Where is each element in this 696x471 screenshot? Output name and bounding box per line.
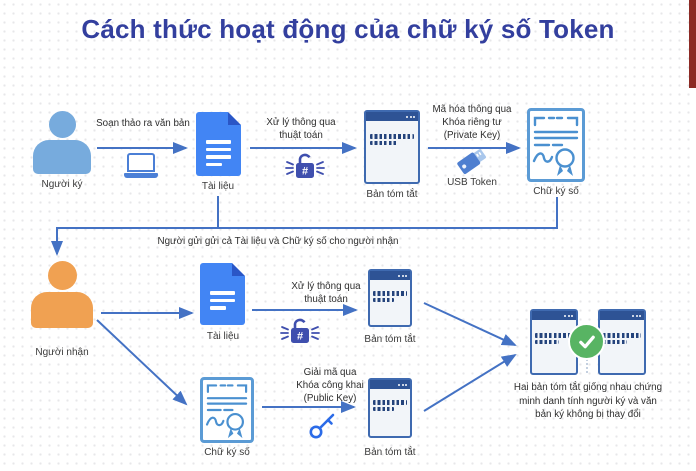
digest-label-1: Bản tóm tắt bbox=[366, 189, 418, 200]
laptop-icon bbox=[124, 153, 158, 178]
person-head bbox=[48, 111, 76, 138]
lock-hash-icon-2: # bbox=[280, 318, 320, 343]
signature-label-2: Chữ ký số bbox=[204, 447, 250, 458]
hash-step-text-1: Xử lý thông qua thuật toán bbox=[266, 117, 336, 142]
result-window-right bbox=[598, 309, 646, 375]
digest-window-icon-2 bbox=[368, 269, 412, 327]
document-label-2: Tài liệu bbox=[206, 331, 240, 342]
doc-fold bbox=[228, 112, 241, 125]
signature-cert-icon-2 bbox=[200, 377, 254, 443]
svg-text:#: # bbox=[302, 166, 308, 178]
digest-window-icon-1 bbox=[364, 110, 420, 184]
document-label-1: Tài liệu bbox=[201, 181, 235, 192]
check-icon bbox=[568, 323, 605, 360]
document-icon-1 bbox=[196, 112, 241, 176]
doc-fold bbox=[232, 263, 245, 276]
digest-window-icon-3 bbox=[368, 378, 412, 438]
digest-label-3: Bản tóm tắt bbox=[364, 447, 416, 458]
person-head bbox=[47, 261, 77, 290]
digest-label-2: Bản tóm tắt bbox=[364, 334, 416, 345]
svg-text:#: # bbox=[297, 331, 303, 343]
signer-person-icon bbox=[29, 111, 95, 174]
hash-step-text-2: Xử lý thông qua thuật toán bbox=[291, 281, 361, 306]
page-edge-strip bbox=[689, 0, 696, 88]
result-note: Hai bản tóm tắt giống nhau chứng minh da… bbox=[513, 382, 663, 421]
cert-art bbox=[532, 116, 579, 176]
transfer-note: Người gửi gửi cả Tài liệu và Chữ ký số c… bbox=[157, 236, 399, 247]
receiver-person-icon bbox=[28, 261, 96, 328]
signature-label-1: Chữ ký số bbox=[533, 186, 579, 197]
arrow-digest-top bbox=[423, 302, 517, 346]
person-torso bbox=[33, 140, 91, 174]
signature-cert-icon-1 bbox=[527, 108, 585, 182]
arrow-receiver-sig bbox=[96, 319, 188, 406]
key-icon bbox=[309, 413, 335, 439]
receiver-label: Người nhận bbox=[35, 347, 89, 358]
hash-digest bbox=[370, 134, 414, 139]
cert-art bbox=[205, 384, 248, 439]
encrypt-step-text: Mã hóa thông qua Khóa riêng tư (Private … bbox=[432, 104, 512, 142]
usb-token-label: USB Token bbox=[447, 177, 497, 188]
decrypt-step-text: Giải mã qua Khóa công khai (Public Key) bbox=[296, 367, 364, 405]
lock-hash-icon-1: # bbox=[285, 153, 325, 178]
draft-step-text: Soạn thảo ra văn bản bbox=[96, 118, 190, 129]
page-title: Cách thức hoạt động của chữ ký số Token bbox=[81, 14, 615, 44]
usb-token-icon bbox=[457, 149, 487, 174]
document-icon-2 bbox=[200, 263, 245, 325]
signer-label: Người ký bbox=[41, 179, 83, 190]
person-torso bbox=[31, 292, 93, 328]
